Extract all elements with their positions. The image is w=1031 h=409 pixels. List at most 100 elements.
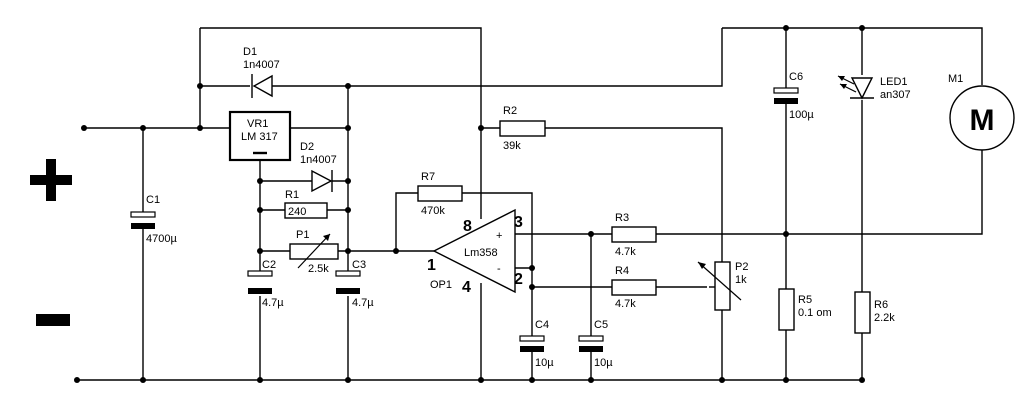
wire-inp2 xyxy=(515,267,707,288)
wire-top-rail xyxy=(199,27,983,128)
wires xyxy=(77,27,983,381)
r3-ref: R3 xyxy=(615,212,629,224)
r6-ref: R6 xyxy=(874,299,888,311)
junction xyxy=(257,207,263,213)
junction xyxy=(345,178,351,184)
junctions xyxy=(74,25,865,383)
p1-arrow-head xyxy=(323,234,330,241)
opamp-plus-sign: + xyxy=(496,230,502,242)
junction xyxy=(783,231,789,237)
p2-body xyxy=(714,261,731,311)
c4-ref: C4 xyxy=(535,319,549,331)
wire-r7 xyxy=(395,192,533,268)
r5-ref: R5 xyxy=(798,294,812,306)
junction xyxy=(257,248,263,254)
opamp-pin-2: 2 xyxy=(514,271,523,288)
wire-r2 xyxy=(481,127,723,262)
c4-plate-negative xyxy=(520,346,544,352)
capacitor-c5: C5 10µ xyxy=(578,319,613,369)
resistor-r4: R4 4.7k xyxy=(611,265,657,310)
r7-value: 470k xyxy=(421,205,445,217)
r2-ref: R2 xyxy=(503,105,517,117)
led-body xyxy=(850,77,874,100)
plus-bar-vertical xyxy=(46,159,56,201)
junction xyxy=(345,125,351,131)
r4-body xyxy=(611,279,657,296)
c2-ref: C2 xyxy=(262,259,276,271)
c4-plate-positive xyxy=(519,335,545,342)
potentiometer-p2: P2 1k xyxy=(697,261,748,311)
vr1-part: LM 317 xyxy=(241,131,278,143)
junction xyxy=(345,83,351,89)
d1-ref: D1 xyxy=(243,46,257,58)
vr1-ref: VR1 xyxy=(247,118,268,130)
diode-d1: D1 1n4007 xyxy=(243,46,280,98)
wire-d1 xyxy=(200,28,723,87)
c2-value: 4.7µ xyxy=(262,297,284,309)
p2-value: 1k xyxy=(735,274,747,286)
regulator-vr1: VR1 LM 317 xyxy=(228,110,292,162)
p2-adjust-arrow xyxy=(697,261,742,301)
junction xyxy=(478,125,484,131)
c5-plate-positive xyxy=(578,335,604,342)
c6-plate-positive xyxy=(773,87,799,94)
opamp-pin-8: 8 xyxy=(463,218,472,235)
positive-terminal xyxy=(30,159,72,201)
c1-value: 4700µ xyxy=(146,233,177,245)
capacitor-c4: C4 10µ xyxy=(519,319,554,369)
c4-value: 10µ xyxy=(535,357,554,369)
c6-ref: C6 xyxy=(789,71,803,83)
junction xyxy=(393,248,399,254)
motor-symbol: M xyxy=(970,104,995,137)
junction xyxy=(257,178,263,184)
r5-value: 0.1 om xyxy=(798,307,832,319)
c1-ref: C1 xyxy=(146,194,160,206)
r1-body xyxy=(284,202,328,219)
capacitor-c3: C3 4.7µ xyxy=(335,259,374,309)
junction xyxy=(529,377,535,383)
minus-bar xyxy=(36,314,70,326)
p1-adjust-arrow xyxy=(297,233,331,269)
c1-plate-negative xyxy=(131,223,155,229)
opamp-pin-4: 4 xyxy=(462,279,471,296)
diode-d2-body xyxy=(311,169,333,193)
r6-value: 2.2k xyxy=(874,312,895,324)
diode-d1-body xyxy=(252,74,273,98)
resistor-r3: R3 4.7k xyxy=(611,212,657,258)
led-arrowhead xyxy=(838,76,845,81)
r2-value: 39k xyxy=(503,140,521,152)
c1-plate-positive xyxy=(130,211,156,218)
c6-plate-negative xyxy=(774,98,798,104)
capacitor-c6: C6 100µ xyxy=(773,71,814,121)
opamp-minus-sign: - xyxy=(497,263,501,275)
r6-body xyxy=(854,291,871,334)
junction xyxy=(81,125,87,131)
opamp-op1: 8 3 2 1 4 + - Lm358 OP1 xyxy=(427,208,523,296)
resistor-r6: R6 2.2k xyxy=(854,291,895,334)
junction xyxy=(783,25,789,31)
wire-motor xyxy=(786,150,983,235)
c5-plate-negative xyxy=(579,346,603,352)
resistor-r5: R5 0.1 om xyxy=(778,288,832,331)
opamp-body xyxy=(432,208,516,294)
motor-m1: M M1 xyxy=(948,73,1015,151)
c2-plate-positive xyxy=(247,270,273,277)
potentiometer-p1: P1 2.5k xyxy=(289,229,339,275)
junction xyxy=(197,125,203,131)
d2-ref: D2 xyxy=(300,141,314,153)
resistor-r1: R1 240 xyxy=(284,189,328,219)
r2-body xyxy=(499,120,546,137)
opamp-pin-1: 1 xyxy=(427,257,436,274)
junction xyxy=(74,377,80,383)
p1-ref: P1 xyxy=(296,229,309,241)
c3-value: 4.7µ xyxy=(352,297,374,309)
opamp-pin-3: 3 xyxy=(514,214,523,231)
junction xyxy=(140,125,146,131)
junction xyxy=(345,377,351,383)
r7-ref: R7 xyxy=(421,171,435,183)
junction xyxy=(783,377,789,383)
junction xyxy=(859,377,865,383)
r1-value: 240 xyxy=(288,206,306,218)
p2-arrow-head xyxy=(698,262,706,269)
